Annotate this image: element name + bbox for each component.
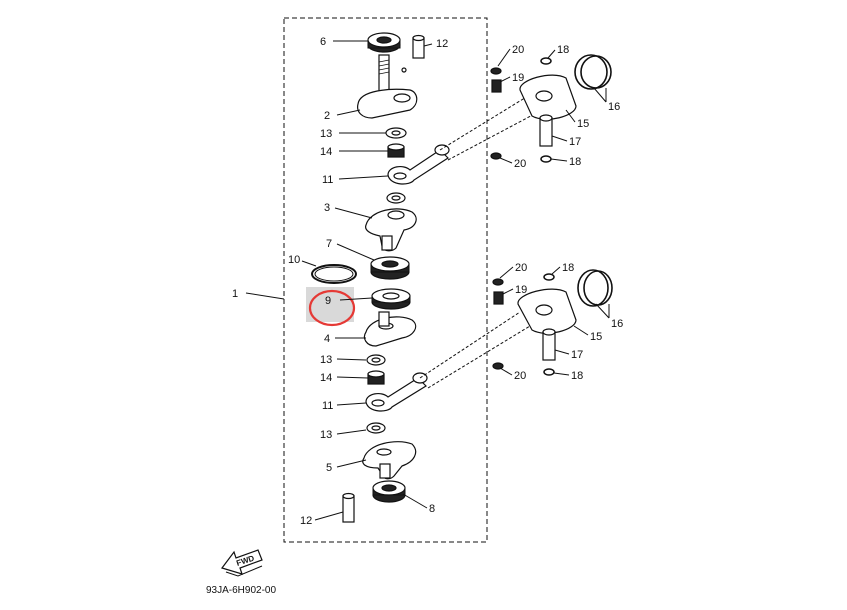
callout-20-a: 20	[512, 44, 524, 56]
piston-pin-upper	[539, 117, 553, 147]
part-11-con-rod-a	[387, 144, 450, 185]
callout-10: 10	[288, 254, 300, 266]
part-14-needle-bearing-b	[367, 370, 385, 385]
assembly-boundary	[283, 17, 488, 543]
callout-11-a: 11	[322, 174, 333, 186]
clip-upper-a	[540, 57, 552, 65]
part-13-washer-d	[366, 422, 386, 434]
clip-lower-a	[543, 273, 555, 281]
callout-labels: 1 6 12 2 13 14 11 3 7 10 9 4 13 14 11 13…	[232, 36, 623, 527]
callout-15-a: 15	[577, 118, 589, 130]
callout-19-a: 19	[512, 72, 524, 84]
callout-20-b: 20	[514, 158, 526, 170]
part-highlight-ring	[308, 289, 356, 327]
fwd-arrow-icon: FWD	[221, 549, 263, 577]
washer-lower-b	[492, 362, 504, 370]
callout-5: 5	[326, 462, 332, 474]
callout-8: 8	[429, 503, 435, 515]
part-14-needle-bearing-a	[387, 143, 405, 158]
callout-16-b: 16	[611, 318, 623, 330]
piston-ring-upper-b	[580, 55, 612, 89]
needle-lower	[493, 291, 504, 305]
piston-ring-lower-a	[577, 269, 609, 307]
callout-18-a: 18	[557, 44, 569, 56]
washer-lower-a	[492, 278, 504, 286]
part-13-washer-b	[386, 192, 406, 204]
diagram-code: 93JA-6H902-00	[206, 585, 276, 596]
callout-12-top: 12	[436, 38, 448, 50]
callout-14-b: 14	[320, 372, 332, 384]
part-12-dowel-top	[412, 34, 425, 59]
part-3-crank-web-mid	[365, 208, 417, 252]
clip-upper-b	[540, 155, 552, 163]
part-10-o-ring	[311, 264, 357, 284]
part-5-crank-web-bottom	[362, 441, 417, 480]
piston-pin-lower	[542, 331, 556, 361]
callout-15-b: 15	[590, 331, 602, 343]
callout-19-b: 19	[515, 284, 527, 296]
callout-20-d: 20	[514, 370, 526, 382]
lower-piston-assembly	[419, 269, 613, 389]
callout-18-c: 18	[562, 262, 574, 274]
callout-20-c: 20	[515, 262, 527, 274]
part-12-dowel-bottom	[342, 492, 355, 523]
piston-ring-lower-b	[583, 270, 613, 306]
callout-2: 2	[324, 110, 330, 122]
callout-11-b: 11	[322, 400, 333, 412]
callout-17-b: 17	[571, 349, 583, 361]
callout-13-c: 13	[320, 429, 332, 441]
callout-3: 3	[324, 202, 330, 214]
callout-9: 9	[325, 295, 331, 307]
part-2-crank-web-top	[357, 54, 418, 119]
part-13-washer-a	[385, 127, 407, 139]
washer-upper-b	[490, 152, 502, 160]
callout-13-a: 13	[320, 128, 332, 140]
leader-lines	[245, 40, 610, 521]
part-13-washer-c	[366, 354, 386, 366]
washer-upper-a	[490, 67, 502, 75]
upper-piston-assembly	[439, 54, 612, 163]
piston-ring-upper-a	[574, 54, 608, 90]
callout-18-b: 18	[569, 156, 581, 168]
part-7-center-bearing	[370, 256, 410, 280]
callout-18-d: 18	[571, 370, 583, 382]
callout-4: 4	[324, 333, 330, 345]
part-9-seal	[371, 288, 411, 310]
part-8-bottom-bearing	[372, 480, 406, 503]
part-6-bearing	[367, 32, 401, 53]
part-4-crank-web-lower	[363, 311, 417, 347]
clip-lower-b	[543, 368, 555, 376]
callout-14-a: 14	[320, 146, 332, 158]
callout-13-b: 13	[320, 354, 332, 366]
callout-16-a: 16	[608, 101, 620, 113]
callout-6: 6	[320, 36, 326, 48]
callout-17-a: 17	[569, 136, 581, 148]
callout-12-bottom: 12	[300, 515, 312, 527]
needle-upper	[491, 79, 502, 93]
callout-1: 1	[232, 288, 238, 300]
callout-7: 7	[326, 238, 332, 250]
